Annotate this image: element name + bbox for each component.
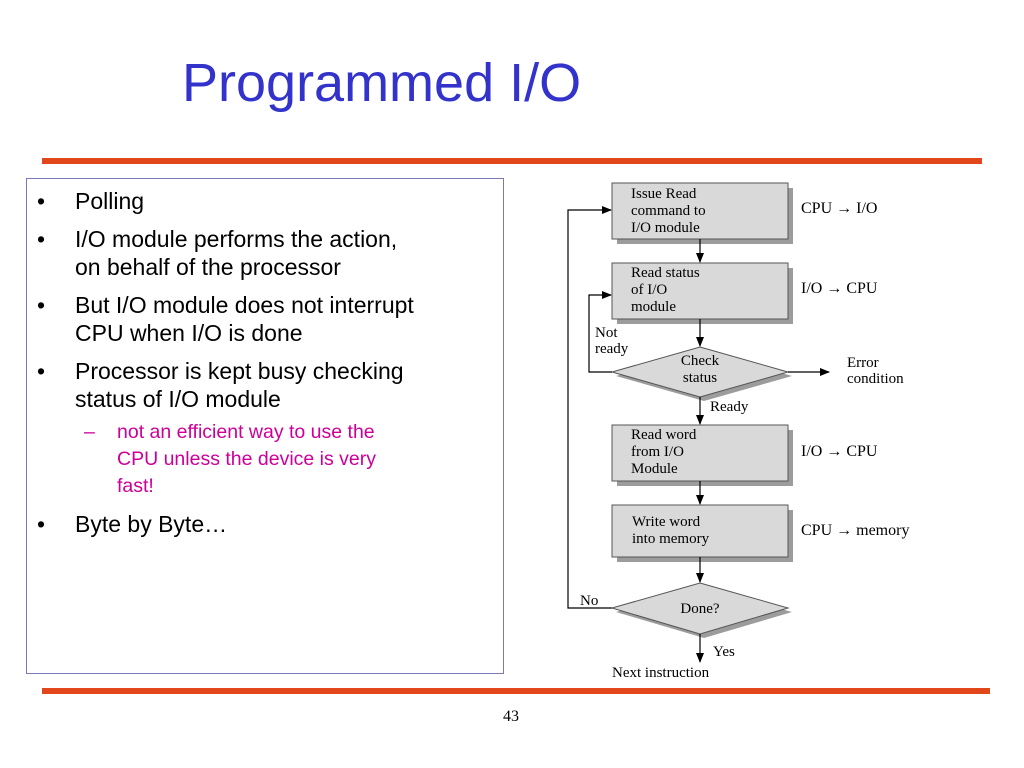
node-text: of I/O [631, 282, 667, 298]
bullet-dot: • [37, 292, 46, 318]
bullet-panel: • Polling • I/O module performs the acti… [26, 178, 504, 674]
node-read-status: Read status of I/O module [611, 262, 793, 324]
node-text: into memory [632, 531, 710, 547]
node-done: Done? [610, 582, 792, 638]
bullet-text: But I/O module does not interrupt [75, 292, 414, 318]
sub-bullet-item: – not an efficient way to use the CPU un… [72, 419, 505, 500]
node-box [611, 504, 789, 558]
node-text: Issue Read [631, 186, 697, 202]
page-number: 43 [503, 708, 519, 725]
node-text: status [683, 370, 717, 386]
bullet-text-cont: on behalf of the processor [75, 254, 341, 280]
node-box [611, 424, 789, 482]
node-text: Module [631, 461, 678, 477]
node-text: module [631, 299, 676, 315]
top-divider [42, 158, 982, 164]
bullet-text-cont: CPU when I/O is done [75, 320, 303, 346]
label-error: condition [847, 371, 904, 387]
loop-no [567, 206, 612, 609]
flow-connectors [567, 206, 830, 663]
node-box [611, 262, 789, 320]
label-no: No [580, 593, 598, 609]
side-label-io-cpu: I/O → CPU [801, 280, 878, 297]
bullet-list: • Polling • I/O module performs the acti… [27, 187, 505, 548]
slide-title: Programmed I/O [182, 53, 582, 113]
node-text: Done? [680, 601, 719, 617]
label-next-instruction: Next instruction [612, 665, 710, 681]
bullet-dot: • [37, 511, 46, 537]
bullet-text: Byte by Byte… [75, 511, 228, 537]
side-label-cpu-io: CPU → I/O [801, 200, 877, 217]
loop-not-ready [588, 291, 612, 373]
sub-bullet-text: fast! [117, 475, 154, 497]
bullet-item: • Processor is kept busy checking status… [27, 357, 505, 500]
bullet-dot: • [37, 226, 46, 252]
bullet-text: Polling [75, 188, 145, 214]
bullet-text-cont: status of I/O module [75, 386, 281, 412]
node-text: command to [631, 203, 706, 219]
node-text: Check [681, 353, 720, 369]
label-not-ready: ready [595, 341, 629, 357]
sub-bullet-dash: – [84, 421, 95, 443]
node-check-status: Check status [610, 346, 792, 401]
label-ready: Ready [710, 399, 749, 415]
bullet-item: • I/O module performs the action, on beh… [27, 225, 505, 281]
side-label-cpu-memory: CPU → memory [801, 522, 909, 539]
label-not-ready: Not [595, 325, 618, 341]
bullet-item: • Byte by Byte… [27, 510, 505, 538]
node-write-word: Write word into memory [611, 504, 793, 562]
bullet-item: • But I/O module does not interrupt CPU … [27, 291, 505, 347]
label-error: Error [847, 355, 879, 371]
sub-bullet-list: – not an efficient way to use the CPU un… [75, 419, 505, 500]
node-text: Read word [631, 427, 697, 443]
bullet-dot: • [37, 188, 46, 214]
node-issue-read: Issue Read command to I/O module [611, 182, 793, 244]
bottom-divider [42, 688, 990, 694]
node-text: I/O module [631, 220, 700, 236]
sub-bullet-text: CPU unless the device is very [117, 448, 377, 470]
node-read-word: Read word from I/O Module [611, 424, 793, 486]
side-label-io-cpu: I/O → CPU [801, 443, 878, 460]
node-box [611, 182, 789, 240]
sub-bullet-text: not an efficient way to use the [117, 421, 375, 443]
bullet-dot: • [37, 358, 46, 384]
bullet-item: • Polling [27, 187, 505, 215]
node-text: from I/O [631, 444, 684, 460]
bullet-text: Processor is kept busy checking [75, 358, 404, 384]
node-text: Write word [632, 514, 701, 530]
node-text: Read status [631, 265, 700, 281]
label-yes: Yes [713, 644, 735, 660]
bullet-text: I/O module performs the action, [75, 226, 398, 252]
